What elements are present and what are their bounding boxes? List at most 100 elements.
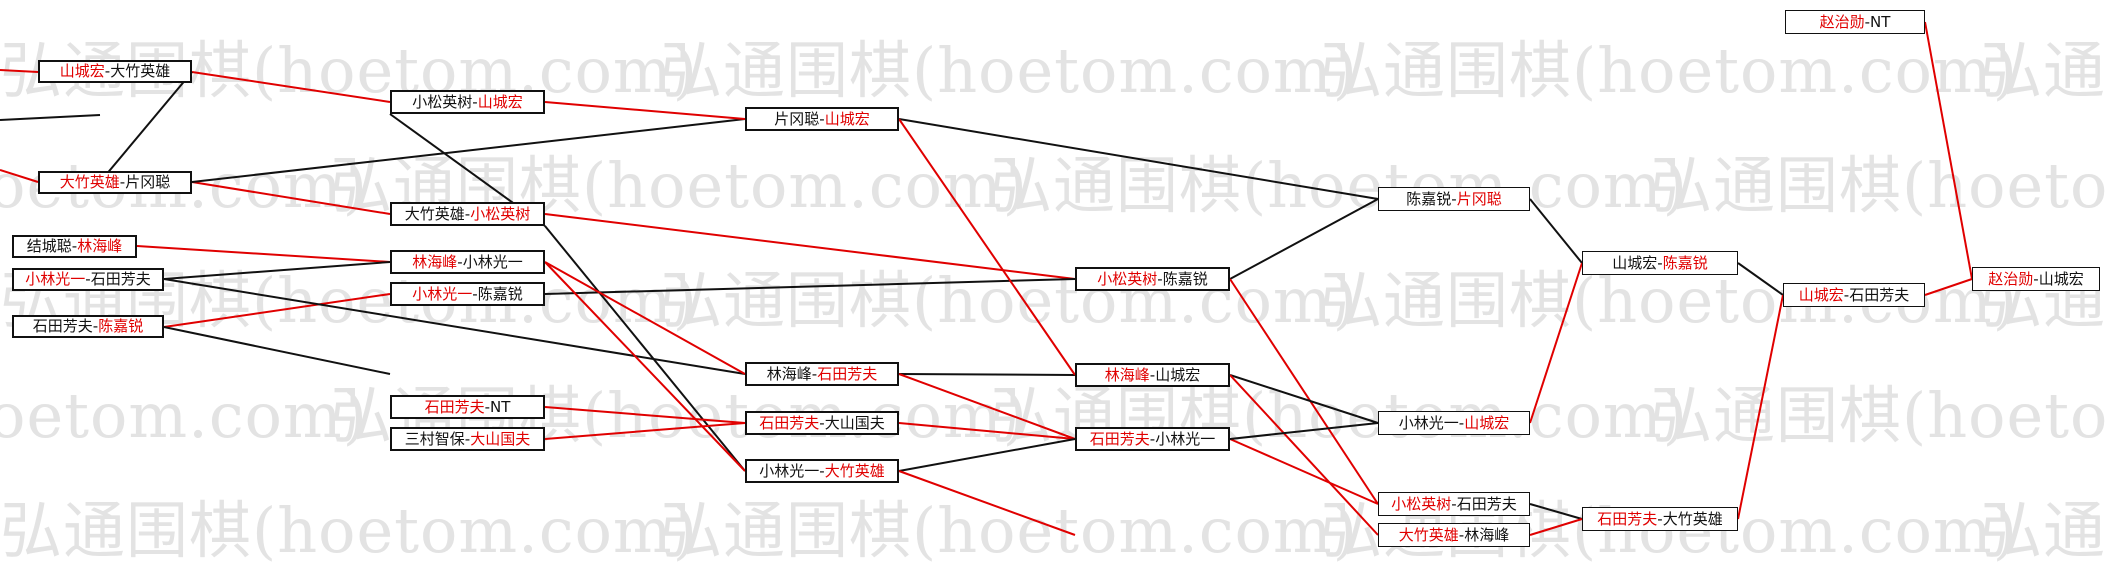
vs-separator: - <box>1657 509 1663 528</box>
winner-connector-line <box>0 69 39 73</box>
match-box[interactable]: 林海峰-小林光一 <box>390 250 545 274</box>
player-left: 小林光一 <box>412 284 473 303</box>
vs-separator: - <box>464 204 471 223</box>
loser-connector-line <box>1229 422 1379 440</box>
player-left: 林海峰 <box>766 364 812 383</box>
vs-separator: - <box>1451 494 1457 513</box>
match-box[interactable]: 石田芳夫-小林光一 <box>1075 427 1230 451</box>
player-left: 片冈聪 <box>774 109 820 128</box>
vs-separator: - <box>104 62 111 80</box>
loser-connector-line <box>1229 198 1379 280</box>
winner-connector-line <box>1737 294 1784 520</box>
match-box[interactable]: 赵治勋-山城宏 <box>1972 267 2100 291</box>
player-right: 陈嘉锐 <box>477 284 523 303</box>
match-box[interactable]: 大竹英雄-小松英树 <box>390 202 545 226</box>
match-box[interactable]: 石田芳夫-大山国夫 <box>745 411 899 435</box>
vs-separator: - <box>457 252 463 271</box>
winner-connector-line <box>544 406 746 424</box>
player-left: 林海峰 <box>412 252 458 271</box>
match-box[interactable]: 三村智保-大山国夫 <box>390 427 545 451</box>
vs-separator: - <box>119 173 126 191</box>
match-box[interactable]: 石田芳夫-大竹英雄 <box>1582 507 1738 531</box>
player-right: NT <box>490 397 511 416</box>
vs-separator: - <box>811 364 818 383</box>
match-box[interactable]: 林海峰-山城宏 <box>1075 363 1230 387</box>
match-box[interactable]: 大竹英雄-片冈聪 <box>38 171 192 194</box>
winner-connector-line <box>0 169 39 183</box>
winner-connector-line <box>1924 21 1973 280</box>
player-right: 山城宏 <box>477 92 523 111</box>
match-box[interactable]: 山城宏-石田芳夫 <box>1783 283 1925 307</box>
player-right: 大竹英雄 <box>824 461 885 480</box>
winner-connector-line <box>1229 278 1379 505</box>
loser-connector-line <box>1529 503 1583 520</box>
player-left: 结城聪 <box>26 237 72 255</box>
player-right: 小松英树 <box>470 204 531 223</box>
player-left: 石田芳夫 <box>32 317 93 335</box>
match-box[interactable]: 小林光一-山城宏 <box>1378 411 1530 435</box>
player-right: 林海峰 <box>1464 525 1510 544</box>
match-box[interactable]: 小松英树-山城宏 <box>390 90 545 114</box>
player-right: 山城宏 <box>824 109 870 128</box>
match-box[interactable]: 小林光一-大竹英雄 <box>745 459 899 483</box>
vs-separator: - <box>1864 12 1871 31</box>
vs-separator: - <box>1458 413 1465 432</box>
match-box[interactable]: 石田芳夫-NT <box>390 395 545 419</box>
player-left: 小松英树 <box>1097 269 1158 288</box>
vs-separator: - <box>819 461 825 480</box>
player-right: 陈嘉锐 <box>98 317 144 335</box>
player-left: 三村智保 <box>404 429 465 448</box>
match-box[interactable]: 林海峰-石田芳夫 <box>745 362 899 386</box>
match-box[interactable]: 片冈聪-山城宏 <box>745 107 899 131</box>
loser-connector-line <box>544 278 1076 295</box>
player-right: 大山国夫 <box>824 413 885 432</box>
player-left: 赵治勋 <box>1988 269 2034 288</box>
match-box[interactable]: 大竹英雄-林海峰 <box>1378 523 1530 547</box>
match-box[interactable]: 山城宏-大竹英雄 <box>38 60 192 83</box>
player-right: 石田芳夫 <box>1456 494 1517 513</box>
winner-connector-line <box>544 422 746 440</box>
winner-connector-line <box>191 71 391 103</box>
player-right: 山城宏 <box>1155 365 1201 384</box>
winner-connector-line <box>544 261 746 472</box>
match-box[interactable]: 小林光一-石田芳夫 <box>12 268 164 291</box>
winner-connector-line <box>1529 518 1583 536</box>
match-box[interactable]: 陈嘉锐-片冈聪 <box>1378 187 1530 211</box>
player-right: 小林光一 <box>1155 429 1216 448</box>
vs-separator: - <box>1451 189 1457 208</box>
winner-connector-line <box>1924 278 1973 296</box>
player-left: 石田芳夫 <box>424 397 485 416</box>
loser-connector-line <box>163 326 391 375</box>
match-box[interactable]: 石田芳夫-陈嘉锐 <box>12 315 164 338</box>
player-left: 大竹英雄 <box>59 173 120 191</box>
vs-separator: - <box>819 413 825 432</box>
vs-separator: - <box>464 429 471 448</box>
loser-connector-line <box>1737 262 1784 296</box>
match-box[interactable]: 小林光一-陈嘉锐 <box>390 282 545 306</box>
match-box[interactable]: 小松英树-石田芳夫 <box>1378 492 1530 516</box>
vs-separator: - <box>819 109 825 128</box>
vs-separator: - <box>1458 525 1465 544</box>
player-left: 小林光一 <box>759 461 820 480</box>
winner-connector-line <box>1229 374 1379 536</box>
player-left: 陈嘉锐 <box>1406 189 1452 208</box>
vs-separator: - <box>484 397 491 416</box>
loser-connector-line <box>898 118 1379 200</box>
player-left: 石田芳夫 <box>759 413 820 432</box>
loser-connector-line <box>544 225 746 472</box>
winner-connector-line <box>898 373 1076 440</box>
match-box[interactable]: 山城宏-陈嘉锐 <box>1582 251 1738 275</box>
vs-separator: - <box>472 284 478 303</box>
match-box[interactable]: 小松英树-陈嘉锐 <box>1075 267 1230 291</box>
match-box[interactable]: 结城聪-林海峰 <box>12 235 137 258</box>
winner-connector-line <box>898 470 1076 536</box>
vs-separator: - <box>1149 365 1156 384</box>
match-box[interactable]: 赵治勋-NT <box>1785 10 1925 34</box>
vs-separator: - <box>1657 253 1663 272</box>
vs-separator: - <box>1843 285 1850 304</box>
winner-connector-line <box>163 293 391 328</box>
player-right: 大山国夫 <box>470 429 531 448</box>
player-left: 山城宏 <box>59 62 105 80</box>
player-right: 片冈聪 <box>125 173 171 191</box>
player-left: 大竹英雄 <box>404 204 465 223</box>
